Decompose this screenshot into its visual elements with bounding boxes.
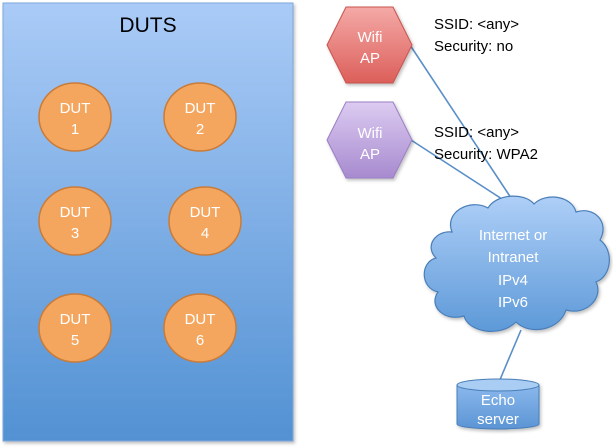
dut-2: DUT 2 (163, 82, 237, 152)
wifi-ap-1-security: Security: no (434, 38, 513, 55)
dut-6: DUT 6 (163, 293, 237, 363)
wifi-ap-2: Wifi AP SSID: <any> Security: WPA2 (326, 101, 538, 179)
dut-3-number: 3 (71, 225, 79, 242)
dut-2-label: DUT (185, 100, 216, 117)
dut-1: DUT 1 (38, 82, 112, 152)
wifi-ap-2-label-line2: AP (360, 146, 380, 163)
dut-4-label: DUT (190, 204, 221, 221)
dut-5-label: DUT (60, 311, 91, 328)
wifi-ap-1: Wifi AP SSID: <any> Security: no (326, 6, 519, 84)
dut-3: DUT 3 (38, 186, 112, 256)
cloud-icon (423, 195, 610, 332)
echo-server: Echo server (456, 378, 540, 430)
network-line-1: Internet or (479, 227, 547, 244)
wifi-ap-1-label-line1: Wifi (358, 29, 383, 46)
dut-6-label: DUT (185, 311, 216, 328)
database-cylinder-icon (456, 378, 540, 430)
echo-server-label-line1: Echo (481, 392, 515, 409)
duts-title: DUTS (119, 14, 176, 37)
network-line-3: IPv4 (498, 272, 528, 289)
dut-2-number: 2 (196, 121, 204, 138)
duts-group: DUTS DUT 1 DUT 2 DUT 3 DUT 4 DUT 5 D (2, 2, 294, 442)
wifi-ap-2-ssid: SSID: <any> (434, 124, 519, 141)
dut-5-number: 5 (71, 332, 79, 349)
network-line-4: IPv6 (498, 294, 528, 311)
dut-6-number: 6 (196, 332, 204, 349)
dut-4-number: 4 (201, 225, 209, 242)
network-cloud: Internet or Intranet IPv4 IPv6 (423, 195, 610, 332)
dut-3-label: DUT (60, 204, 91, 221)
wifi-ap-2-label-line1: Wifi (358, 125, 383, 142)
wifi-ap-2-security: Security: WPA2 (434, 146, 538, 163)
dut-1-label: DUT (60, 100, 91, 117)
connector-ap1-to-network (409, 44, 520, 211)
hexagon-icon (326, 6, 413, 84)
network-line-2: Intranet (488, 249, 540, 266)
echo-server-label-line2: server (477, 411, 519, 428)
hexagon-icon (326, 101, 413, 179)
wifi-ap-1-label-line2: AP (360, 50, 380, 67)
connector-network-to-server (498, 329, 522, 383)
dut-1-number: 1 (71, 121, 79, 138)
dut-5: DUT 5 (38, 293, 112, 363)
dut-4: DUT 4 (168, 186, 242, 256)
wifi-ap-1-ssid: SSID: <any> (434, 16, 519, 33)
